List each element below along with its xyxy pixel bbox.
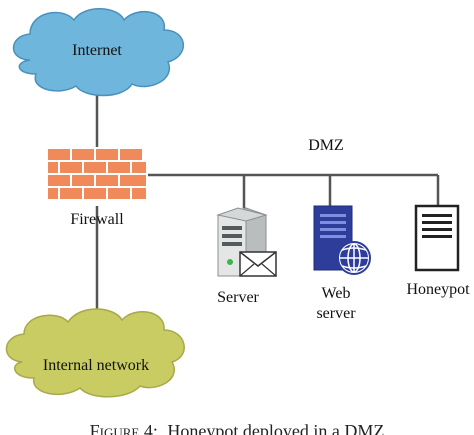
internet-cloud-icon <box>12 8 185 97</box>
caption-text: Honeypot deployed in a DMZ <box>167 421 384 435</box>
figure-caption: Figure 4: Honeypot deployed in a DMZ <box>90 421 385 435</box>
web-server-label-line2: server <box>316 305 356 322</box>
network-links <box>95 92 440 318</box>
honeypot-label: Honeypot <box>406 281 470 298</box>
firewall-icon <box>46 147 148 201</box>
server-label: Server <box>217 289 259 306</box>
internet-label: Internet <box>72 42 122 59</box>
dmz-label: DMZ <box>308 137 344 154</box>
internal-network-label: Internal network <box>43 357 149 374</box>
internal-network-cloud-icon <box>5 308 185 398</box>
honeypot-document-icon <box>414 204 460 272</box>
caption-prefix: Figure 4: <box>90 421 158 435</box>
mail-server-icon <box>216 207 277 277</box>
firewall-label: Firewall <box>70 211 124 228</box>
web-server-globe-icon <box>313 205 371 275</box>
web-server-label-line1: Web <box>322 285 351 302</box>
